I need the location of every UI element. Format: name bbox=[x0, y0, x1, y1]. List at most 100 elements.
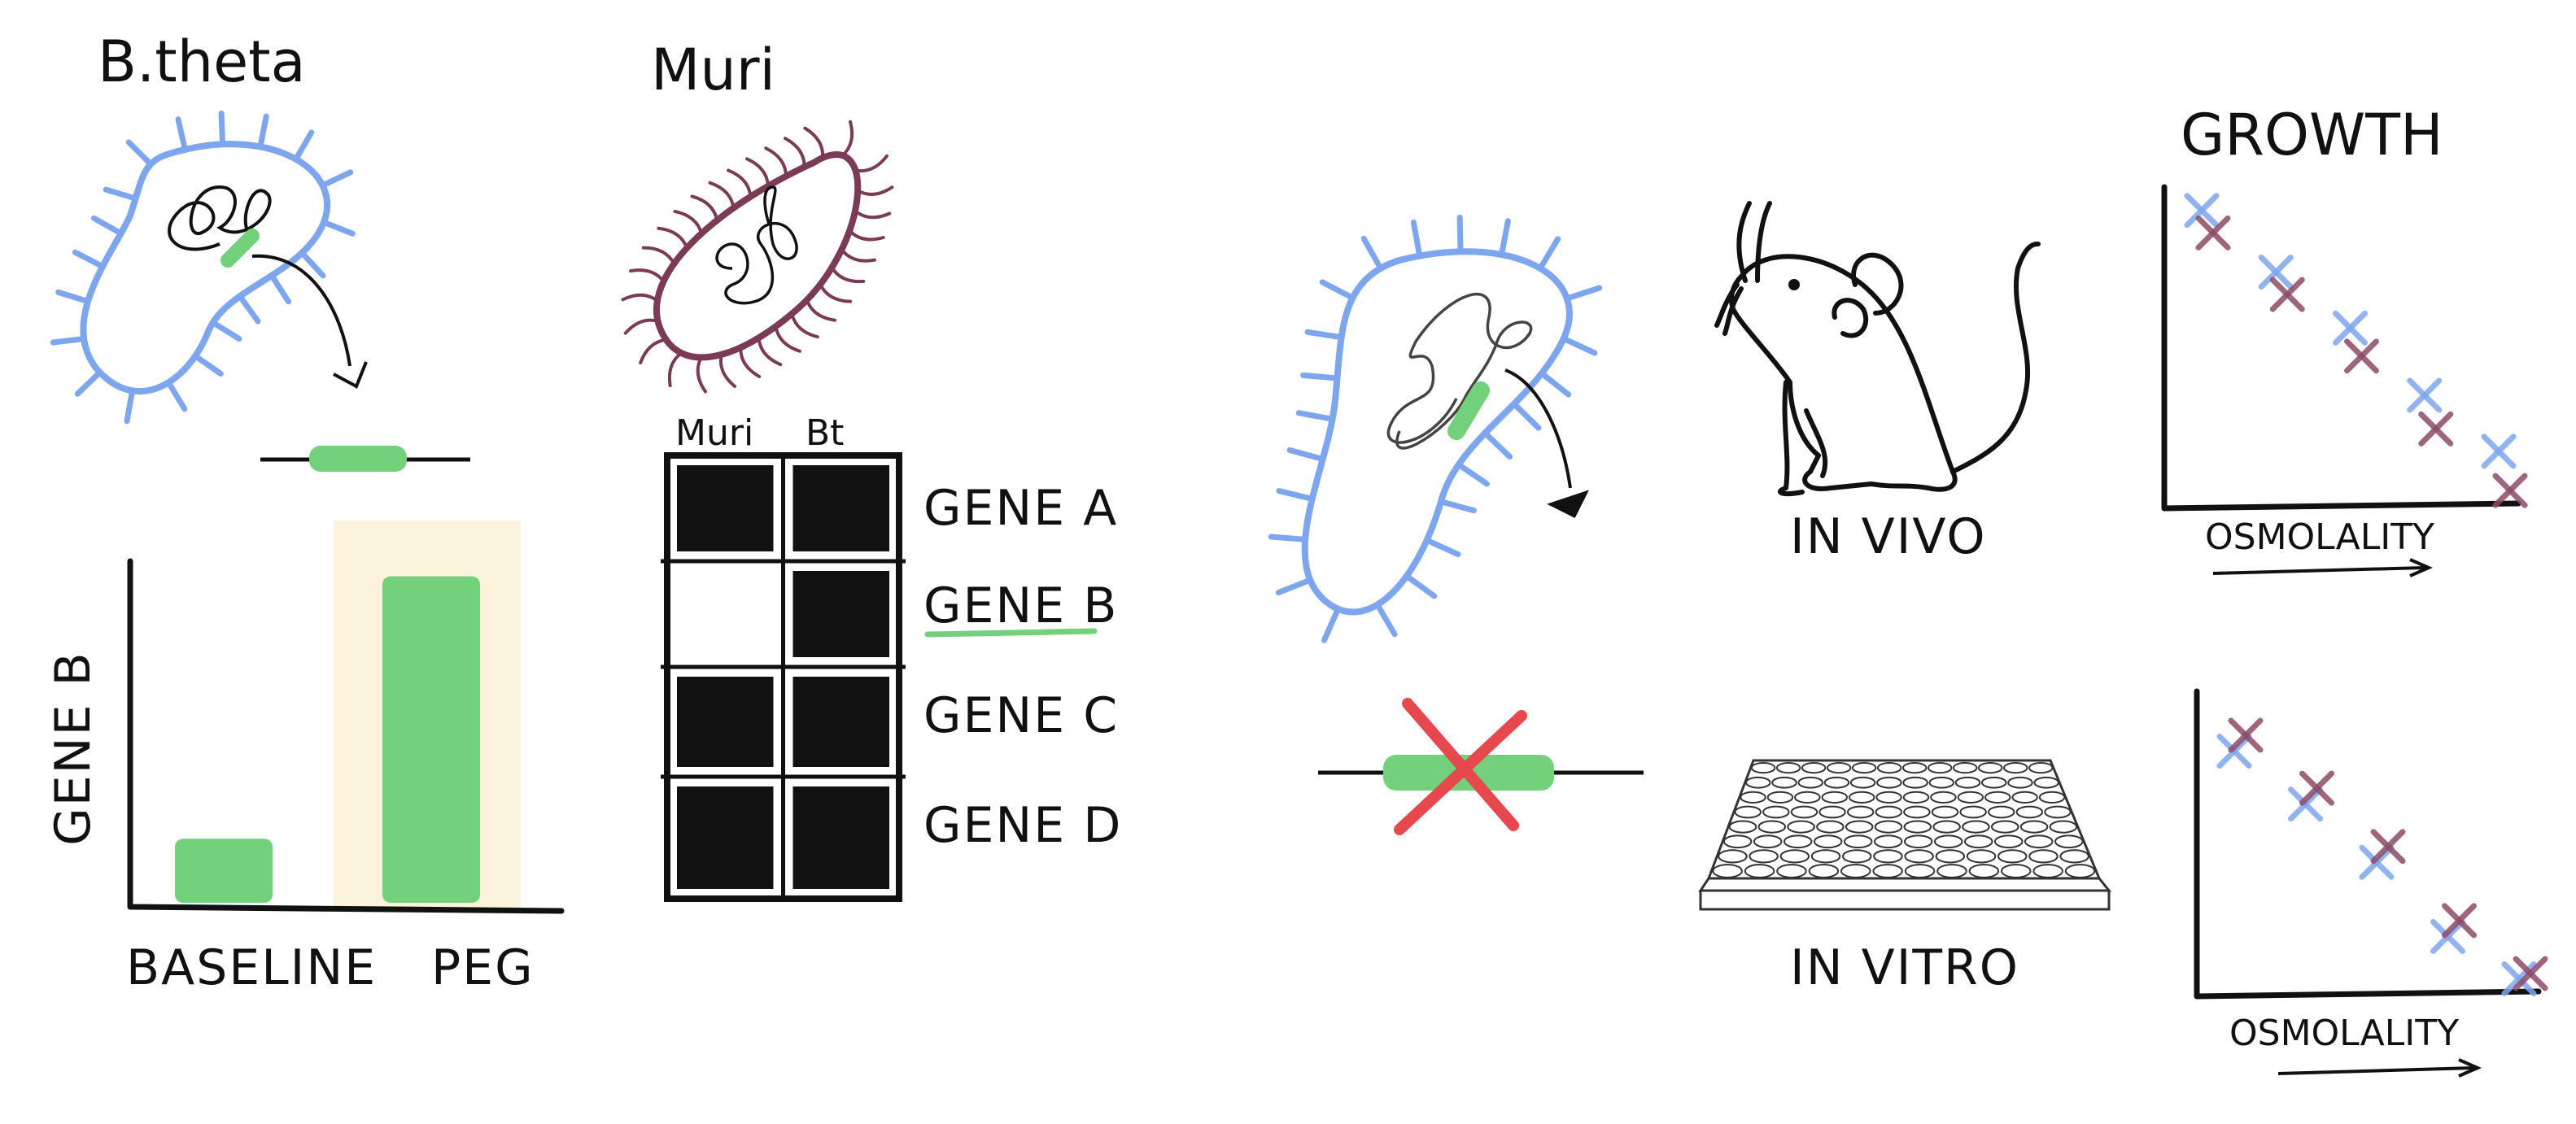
pilus-mark bbox=[623, 318, 660, 335]
well-mark bbox=[2015, 805, 2044, 819]
well-mark bbox=[1977, 761, 2003, 774]
well-mark bbox=[1904, 849, 1934, 864]
well-mark bbox=[1980, 776, 2007, 789]
well-mark bbox=[1775, 761, 1801, 774]
well-mark bbox=[2049, 820, 2078, 834]
well-mark bbox=[1816, 820, 1845, 834]
well-mark bbox=[1841, 849, 1872, 864]
well-mark bbox=[1930, 791, 1957, 804]
bar-axes bbox=[127, 558, 565, 914]
well-mark bbox=[1740, 791, 1766, 804]
bar-peg bbox=[382, 576, 480, 903]
well-mark bbox=[1901, 761, 1928, 774]
bar-ylabel: GENE B bbox=[45, 651, 102, 845]
pilus-mark bbox=[853, 209, 892, 220]
flagellum-mark bbox=[1295, 410, 1336, 422]
well-mark bbox=[1957, 791, 1984, 804]
well-mark bbox=[1932, 820, 1961, 834]
gene-knockout-icon bbox=[1318, 698, 1644, 835]
well-mark bbox=[2044, 805, 2072, 819]
well-mark bbox=[1794, 791, 1821, 804]
well-mark bbox=[1987, 805, 2015, 819]
pilus-mark bbox=[657, 226, 689, 250]
well-mark bbox=[1776, 864, 1807, 878]
well-mark bbox=[1801, 761, 1827, 774]
pilus-mark bbox=[840, 120, 854, 158]
well-mark bbox=[1990, 820, 2019, 834]
well-mark bbox=[1797, 776, 1823, 789]
well-mark bbox=[2011, 791, 2038, 804]
flagellum-mark bbox=[1456, 461, 1490, 487]
growth-point-blue bbox=[2258, 255, 2294, 290]
well-mark bbox=[1826, 761, 1852, 774]
growth-point-purple bbox=[2492, 473, 2528, 508]
well-mark bbox=[1840, 864, 1871, 878]
pilus-mark bbox=[690, 194, 719, 222]
pilus-mark bbox=[744, 157, 771, 188]
title-growth: GROWTH bbox=[2181, 102, 2443, 168]
flagellum-mark bbox=[1286, 447, 1326, 463]
pilus-mark bbox=[856, 185, 894, 196]
pilus-mark bbox=[621, 293, 659, 303]
well-mark bbox=[1813, 834, 1843, 849]
pilus-mark bbox=[727, 168, 753, 198]
heatmap-cell bbox=[792, 786, 889, 889]
growth-bottom-xlabel: OSMOLALITY bbox=[2229, 1013, 2459, 1054]
well-mark bbox=[1954, 776, 1981, 789]
growth-point-purple bbox=[2344, 338, 2379, 374]
well-mark bbox=[1718, 849, 1748, 864]
well-mark bbox=[1846, 805, 1875, 819]
well-mark bbox=[1745, 776, 1771, 789]
well-mark bbox=[1779, 849, 1810, 864]
well-mark bbox=[1874, 820, 1903, 834]
well-mark bbox=[1903, 805, 1931, 819]
well-mark bbox=[2019, 820, 2049, 834]
heatmap-cell bbox=[677, 786, 774, 889]
well-mark bbox=[1993, 834, 2024, 849]
well-mark bbox=[1935, 849, 1966, 864]
b-theta-cell-icon bbox=[50, 110, 368, 425]
flagellum-mark bbox=[1561, 335, 1598, 356]
growth-axes bbox=[2194, 688, 2542, 1000]
arrow-head-icon bbox=[2409, 558, 2434, 577]
growth-axes bbox=[2161, 184, 2521, 512]
pilus-mark bbox=[784, 137, 806, 169]
well-mark bbox=[1962, 820, 1990, 834]
plate-base bbox=[1699, 891, 2111, 911]
growth-point-blue bbox=[2216, 734, 2252, 769]
title-muri: Muri bbox=[651, 37, 775, 103]
pilus-mark bbox=[764, 146, 788, 178]
well-mark bbox=[1936, 864, 1967, 878]
flagellum-mark bbox=[1404, 573, 1438, 599]
flagellum-mark bbox=[1498, 218, 1511, 258]
gene-b-locus-icon bbox=[260, 446, 470, 472]
flagellum-mark bbox=[1304, 329, 1345, 341]
pilus-mark bbox=[718, 352, 737, 389]
growth-point-purple bbox=[2418, 411, 2454, 447]
flagellum-mark bbox=[124, 387, 136, 425]
gene-b-bar-chart bbox=[127, 521, 565, 914]
label-in-vivo: IN VIVO bbox=[1790, 508, 1987, 565]
flagellum-mark bbox=[1360, 235, 1384, 272]
growth-plot-in-vivo bbox=[2161, 184, 2528, 512]
well-mark bbox=[1783, 834, 1813, 849]
well-mark bbox=[1734, 805, 1762, 819]
gene-b-underline bbox=[924, 628, 1098, 638]
well-mark bbox=[2038, 791, 2066, 804]
well-mark bbox=[1750, 761, 1776, 774]
muri-cell-icon bbox=[621, 120, 894, 394]
well-mark bbox=[1928, 776, 1955, 789]
bar-category-peg: PEG bbox=[431, 939, 535, 996]
well-mark bbox=[1749, 849, 1779, 864]
pilus-mark bbox=[667, 351, 683, 388]
flagellum-mark bbox=[74, 369, 103, 397]
well-mark bbox=[1903, 834, 1933, 849]
well-mark bbox=[1728, 820, 1757, 834]
well-mark bbox=[1810, 849, 1841, 864]
well-mark bbox=[2032, 864, 2063, 878]
flagellum-mark bbox=[210, 320, 242, 342]
flagellum-mark bbox=[1275, 577, 1313, 596]
pilus-mark bbox=[757, 336, 783, 367]
heatmap-cell bbox=[792, 571, 889, 657]
growth-point-blue bbox=[2184, 193, 2220, 229]
